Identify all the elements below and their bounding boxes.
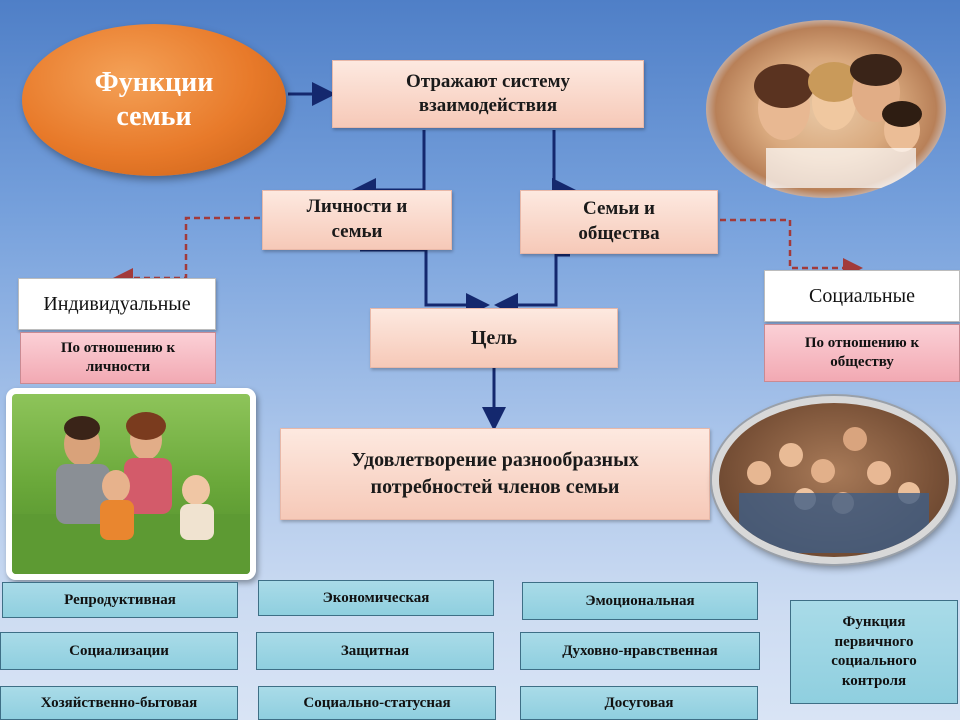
arrow-society-to-goal (494, 253, 570, 317)
box-family-society: Семьи и общества (520, 190, 718, 254)
function-economic: Экономическая (258, 580, 494, 616)
function-protective: Защитная (256, 632, 494, 670)
box-goal: Цель (370, 308, 618, 368)
arrow-top-to-society (552, 130, 576, 202)
function-spiritual: Духовно-нравственная (520, 632, 760, 670)
function-emotional: Эмоциональная (522, 582, 758, 620)
box-satisfaction: Удовлетворение разнообразных потребносте… (280, 428, 710, 520)
function-social-status: Социально-статусная (258, 686, 496, 720)
family-photo-bottom-right (712, 396, 956, 564)
title-oval-text: Функции семьи (94, 67, 214, 132)
individual-note: По отношению к личности (20, 332, 216, 384)
family-photo-top-right (706, 20, 946, 198)
social-note: По отношению к обществу (764, 324, 960, 382)
top-box: Отражают систему взаимодействия (332, 60, 644, 128)
individual-label: Индивидуальные (18, 278, 216, 330)
function-household: Хозяйственно-бытовая (0, 686, 238, 720)
family-photo-left (6, 388, 256, 580)
dashed-to-social (720, 218, 863, 278)
arrow-top-to-personal (352, 130, 426, 202)
function-socialization: Социализации (0, 632, 238, 670)
box-personal-family: Личности и семьи (262, 190, 452, 250)
social-label: Социальные (764, 270, 960, 322)
title-oval: Функции семьи (22, 24, 286, 176)
function-social-control: Функция первичного социального контроля (790, 600, 958, 704)
function-reproductive: Репродуктивная (2, 582, 238, 618)
function-leisure: Досуговая (520, 686, 758, 720)
dashed-to-individual (113, 216, 260, 288)
arrow-personal-to-goal (360, 248, 490, 317)
